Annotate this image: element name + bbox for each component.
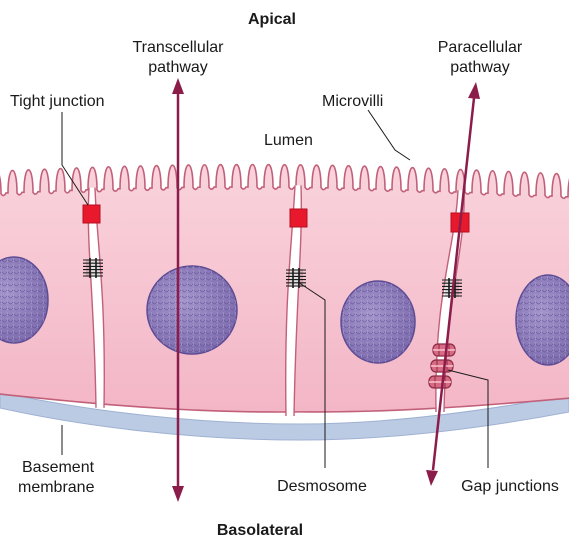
paracellular-label-line1: Paracellular (438, 39, 523, 56)
gap-junctions-label: Gap junctions (461, 478, 559, 495)
lumen-label: Lumen (264, 132, 313, 149)
apical-label: Apical (248, 11, 296, 28)
tight-junction-icon (290, 209, 307, 227)
basement-label-line1: Basement (22, 459, 95, 476)
transcellular-label-line2: pathway (148, 59, 208, 76)
transcellular-label-line1: Transcellular (133, 39, 225, 56)
tight-junction-icon (83, 205, 100, 223)
desmosome-label: Desmosome (277, 478, 367, 495)
gap-junction-icon (429, 376, 451, 388)
paracellular-label-line2: pathway (450, 59, 510, 76)
basement-label-line2: membrane (18, 479, 95, 496)
leader-microvilli (368, 110, 410, 160)
basolateral-label: Basolateral (217, 522, 303, 539)
tight-junction-label: Tight junction (10, 93, 105, 110)
epithelial-cells (0, 165, 569, 416)
gap-junction-icon (433, 344, 455, 356)
microvilli-label: Microvilli (322, 93, 383, 110)
desmosome-icon (83, 258, 103, 278)
